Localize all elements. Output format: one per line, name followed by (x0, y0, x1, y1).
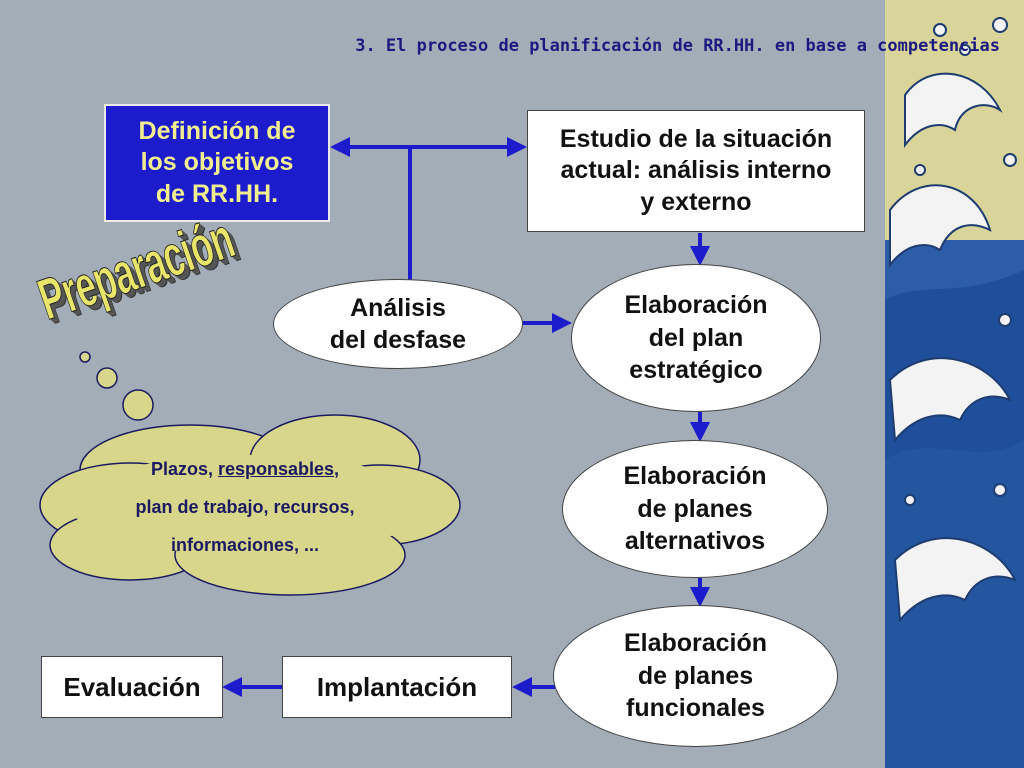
responsables-link: responsables (217, 459, 335, 479)
cloud-text: Plazos, responsables, plan de trabajo, r… (135, 459, 355, 555)
evaluacion-box: Evaluación (41, 656, 223, 718)
implantacion-box: Implantación (282, 656, 512, 718)
page-title: 3. El proceso de planificación de RR.HH.… (355, 36, 1000, 56)
